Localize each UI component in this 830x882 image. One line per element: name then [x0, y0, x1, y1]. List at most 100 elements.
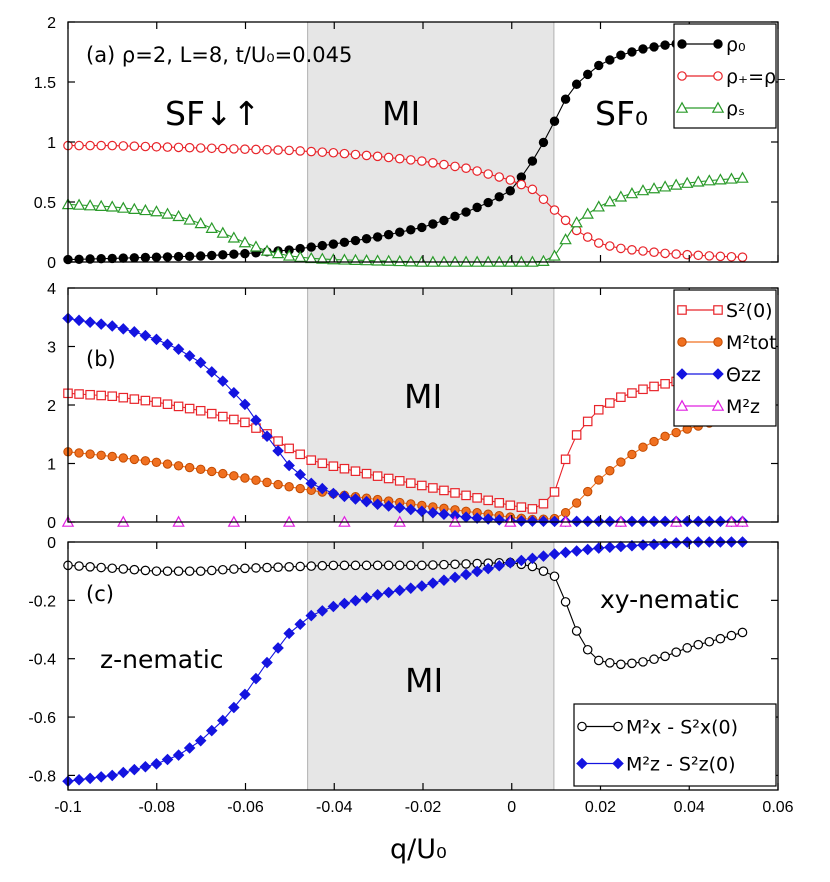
data-point [172, 209, 185, 222]
y-tick-label: 0.5 [34, 195, 56, 212]
data-point [74, 389, 84, 399]
data-point [338, 490, 351, 503]
data-point [537, 515, 550, 528]
data-point [438, 574, 450, 587]
data-point [95, 318, 107, 330]
y-tick-label: 2 [47, 15, 56, 32]
data-point [205, 221, 218, 233]
data-point [603, 195, 617, 207]
data-point [616, 659, 626, 670]
data-point [450, 488, 460, 498]
data-point [240, 563, 250, 574]
data-point [306, 146, 317, 157]
data-point [73, 774, 85, 786]
data-point [239, 398, 251, 411]
panel-b-annotation: (b) [86, 347, 116, 371]
data-point [405, 560, 416, 571]
y-tick-label: 2 [47, 398, 56, 415]
data-point [515, 515, 528, 527]
data-point [129, 454, 140, 465]
data-point [284, 562, 294, 572]
region-label-sf-updown: SF↓↑ [165, 94, 260, 133]
data-point [594, 475, 604, 485]
region-label-mi-c: MI [405, 661, 443, 700]
data-point [494, 498, 505, 508]
data-point [251, 144, 261, 155]
data-point [582, 232, 593, 242]
data-point [383, 152, 394, 163]
data-point [427, 577, 439, 589]
data-point [85, 561, 95, 572]
data-point [229, 249, 239, 259]
data-point [228, 701, 240, 714]
data-point [570, 545, 583, 557]
data-point [107, 451, 117, 462]
y-tick-label: 0 [47, 535, 56, 552]
data-point [638, 384, 648, 395]
data-point [73, 314, 85, 327]
data-point [737, 627, 748, 638]
data-point [405, 478, 416, 488]
data-point [162, 459, 173, 469]
data-point [471, 512, 483, 524]
data-point [350, 235, 361, 246]
data-point [306, 561, 317, 571]
data-point [548, 249, 561, 261]
data-point [649, 654, 659, 665]
data-point [96, 254, 106, 264]
data-point [394, 153, 405, 164]
legend-marker [613, 721, 623, 732]
data-point [229, 144, 239, 154]
data-point [118, 253, 128, 263]
data-point [273, 145, 283, 155]
data-point [438, 508, 450, 520]
data-point [162, 142, 173, 152]
legend-marker [677, 305, 687, 315]
data-point [229, 564, 239, 574]
data-point [439, 559, 449, 570]
y-tick-label: 1 [47, 135, 56, 152]
data-point [228, 386, 240, 399]
data-point [295, 483, 305, 494]
data-point [184, 403, 195, 414]
data-point [627, 47, 637, 57]
data-point [106, 320, 118, 332]
x-tick-label: -0.06 [227, 799, 264, 816]
data-point [283, 459, 295, 472]
data-point [449, 571, 461, 584]
data-point [736, 171, 749, 183]
data-point [83, 199, 97, 211]
data-point [184, 462, 195, 473]
data-point [327, 487, 340, 500]
data-point [106, 769, 118, 782]
data-point [128, 202, 141, 214]
data-point [428, 483, 438, 493]
data-point [249, 240, 263, 252]
data-point [560, 215, 571, 226]
data-point [371, 498, 384, 510]
data-point [151, 566, 162, 576]
data-point [251, 563, 261, 573]
data-point [172, 343, 185, 356]
data-point [293, 250, 307, 262]
data-point [461, 559, 471, 569]
data-point [549, 116, 560, 126]
data-point [118, 392, 129, 403]
data-point [96, 390, 106, 401]
data-point [527, 184, 538, 195]
data-point [372, 560, 383, 571]
data-point [339, 148, 350, 159]
data-point [582, 416, 593, 427]
data-point [416, 505, 428, 518]
data-point [129, 394, 140, 404]
data-point [195, 464, 206, 474]
data-point [349, 493, 362, 505]
data-point [616, 457, 626, 467]
data-point [417, 156, 427, 166]
data-point [339, 237, 350, 248]
data-point [282, 249, 296, 261]
data-point [261, 656, 273, 669]
data-point [461, 207, 471, 217]
data-point [361, 150, 372, 161]
data-point [537, 254, 550, 266]
